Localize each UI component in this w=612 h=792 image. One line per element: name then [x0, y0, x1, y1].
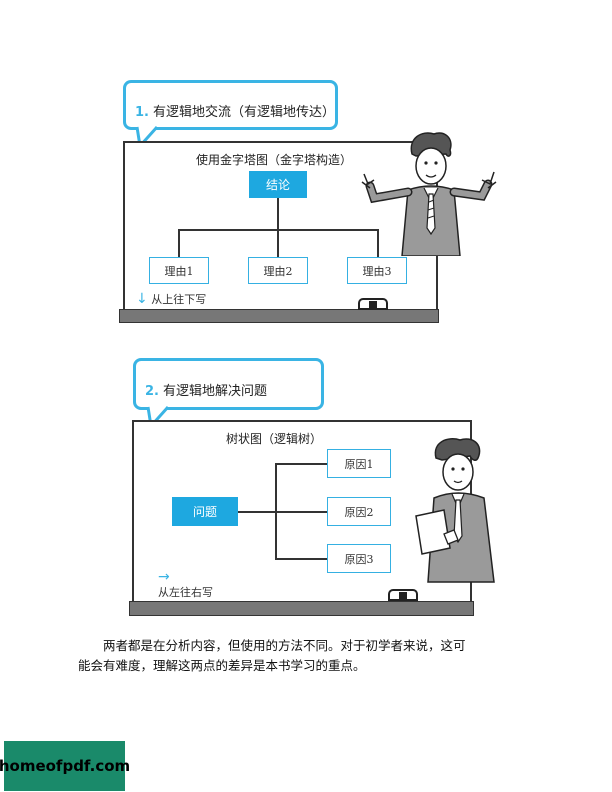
arrow-down-icon: ↓: [136, 291, 148, 307]
presenter-illustration: [415, 438, 495, 583]
reason-node: 理由3: [347, 257, 407, 284]
cause-node: 原因1: [327, 449, 391, 478]
connector: [377, 229, 379, 257]
whiteboard-tray-2: [129, 601, 474, 616]
body-paragraph: 两者都是在分析内容，但使用的方法不同。对于初学者来说，这可 能会有难度，理解这两…: [78, 636, 548, 676]
conclusion-node: 结论: [249, 171, 307, 198]
connector: [277, 198, 279, 230]
presenter-illustration: [361, 132, 497, 256]
cause-node: 原因2: [327, 497, 391, 526]
heading-1: 1.有逻辑地交流（有逻辑地传达）: [135, 105, 335, 120]
connector: [275, 463, 327, 465]
board-title-1: 使用金字塔图（金字塔构造）: [196, 153, 353, 167]
connector: [275, 511, 327, 513]
board-title-2: 树状图（逻辑树）: [226, 432, 323, 446]
cause-node: 原因3: [327, 544, 391, 573]
eraser-1: [358, 298, 388, 310]
problem-node: 问题: [172, 497, 238, 526]
connector: [277, 229, 279, 257]
reason-node: 理由1: [149, 257, 209, 284]
connector: [178, 229, 180, 257]
reason-node: 理由2: [248, 257, 308, 284]
connector: [275, 558, 327, 560]
paragraph-line-2: 能会有难度，理解这两点的差异是本书学习的重点。: [78, 658, 366, 673]
heading-2: 2.有逻辑地解决问题: [145, 384, 267, 399]
direction-hint-2: → 从左往右写: [158, 569, 213, 600]
connector: [238, 511, 275, 513]
whiteboard-tray-1: [119, 309, 439, 323]
heading-callout-1: [123, 80, 338, 130]
heading-callout-2: [133, 358, 324, 410]
arrow-right-icon: →: [158, 569, 170, 585]
paragraph-line-1: 两者都是在分析内容，但使用的方法不同。对于初学者来说，这可: [103, 638, 466, 653]
eraser-2: [388, 589, 418, 601]
direction-hint-1: ↓ 从上往下写: [136, 291, 207, 307]
site-watermark-label: homeofpdf.com: [0, 757, 131, 775]
site-watermark-badge[interactable]: homeofpdf.com: [0, 741, 130, 791]
